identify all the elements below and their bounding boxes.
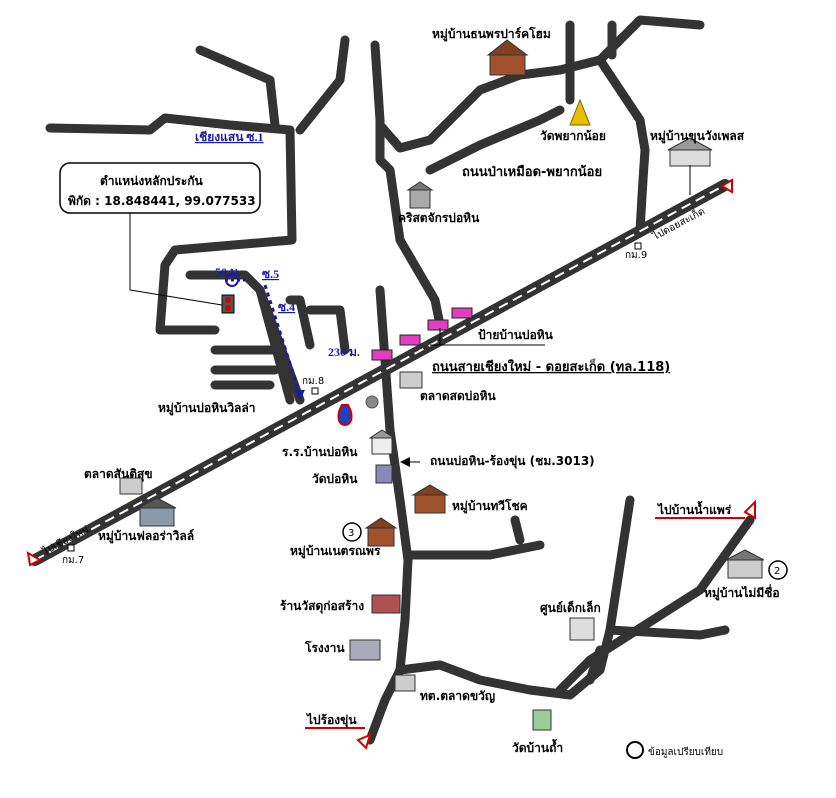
marker-50m-icon — [225, 273, 239, 287]
route-path — [263, 284, 302, 396]
label-hardware: ร้านวัสดุก่อสร้าง — [280, 599, 364, 614]
label-sign-bohin: ป้ายบ้านบ่อหิน — [478, 328, 554, 342]
collateral-marker-icon — [221, 294, 235, 314]
pagoda-icon — [569, 98, 591, 126]
label-to-chiangmai: ไปเชียงใหม่ — [40, 523, 91, 558]
label-school: ร.ร.บ้านบ่อหิน — [282, 445, 358, 459]
label-no-name: หมู่บ้านไม่มีชื่อ — [704, 584, 780, 601]
landmark-title: ตำแหน่งหลักประกัน — [100, 174, 204, 188]
label-khunwang: หมู่บ้านขุนวังเพลส — [650, 129, 745, 144]
label-market-sansuk: ตลาดสันติสุข — [84, 467, 153, 482]
route-arrow-icon — [295, 390, 305, 400]
number-3-circle — [342, 522, 362, 542]
label-dist50: 50 ม. — [215, 265, 241, 279]
landmark-callout — [59, 162, 261, 214]
house-icons — [119, 39, 765, 731]
label-legend-compare: ข้อมูลเปรียบเทียบ — [648, 746, 723, 758]
label-n3: 3 — [348, 528, 354, 539]
label-km8: กม.8 — [302, 376, 324, 387]
label-dist230: 230 ม. — [328, 345, 360, 359]
label-n2: 2 — [774, 566, 780, 577]
label-village-villa: หมู่บ้านบ่อหินวิลล่า — [158, 401, 256, 416]
market-pin-icon — [365, 395, 379, 409]
gas-station-icon — [337, 404, 353, 427]
label-taweechoke: หมู่บ้านทวีโชค — [452, 498, 528, 514]
label-market-bohin: ตลาดสดบ่อหิน — [420, 389, 497, 403]
label-wat-phayak: วัดพยากน้อย — [540, 129, 606, 143]
label-tambon: ทต.ตลาดขวัญ — [420, 689, 495, 703]
label-factory: โรงงาน — [304, 640, 345, 655]
label-to-rongkhun: ไปร้องขุ่น — [305, 712, 357, 728]
km9-marker-icon — [634, 242, 642, 250]
sign-bohin-buildings — [371, 307, 473, 361]
label-road-3013: ถนนบ่อหิน-ร้องขุ่น (ชม.3013) — [430, 454, 595, 469]
arrow-doi-icon — [720, 178, 733, 194]
landmark-coord: พิกัด : 18.848441, 99.077533 — [68, 194, 256, 208]
label-childcare: ศูนย์เด็กเล็ก — [540, 600, 601, 616]
label-soi4: ซ.4 — [278, 300, 295, 314]
label-chiangsaen: เชียงแสน ซ.1 — [195, 130, 264, 144]
legend-circle-icon — [626, 741, 644, 759]
number-2-circle — [768, 560, 788, 580]
label-km9: กม.9 — [625, 250, 647, 261]
label-road-pamuet: ถนนป่าเหมือด-พยากน้อย — [462, 164, 602, 180]
label-to-namprae: ไปบ้านน้ำแพร่ — [656, 500, 732, 517]
label-church: คริสตจักรบ่อหิน — [398, 211, 480, 225]
km8-marker-icon — [311, 387, 319, 395]
arrow-chiangmai-icon — [26, 551, 43, 567]
to-rongkhun-arrow-icon — [356, 733, 372, 750]
label-soi5: ซ.5 — [262, 267, 279, 281]
label-thanaporn: หมู่บ้านธนพรปาร์คโฮม — [432, 26, 551, 42]
label-wat-bohin: วัดบ่อหิน — [312, 472, 358, 486]
label-flora: หมู่บ้านฟลอร่าวิลล์ — [98, 529, 194, 544]
label-km7: กม.7 — [62, 555, 84, 566]
label-road-118: ถนนสายเชียงใหม่ - ดอยสะเก็ด (ทล.118) — [432, 357, 670, 375]
km7-marker-icon — [67, 544, 75, 552]
label-wat-tham: วัดบ้านถ้ำ — [512, 738, 563, 755]
label-netronporn: หมู่บ้านเนตรณพร — [290, 544, 381, 559]
secondary-roads — [45, 15, 755, 745]
highway-118 — [29, 179, 731, 566]
to-namprae-arrow-icon — [743, 499, 756, 520]
